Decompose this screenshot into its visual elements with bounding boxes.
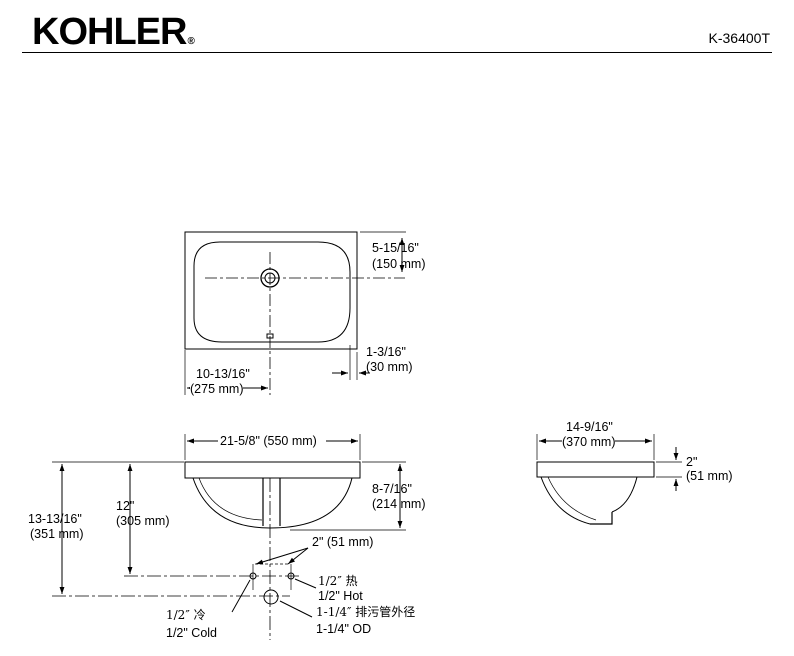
label-overall-depth-mm: (370 mm) bbox=[562, 435, 616, 450]
label-height-to-drain-mm: (351 mm) bbox=[30, 527, 84, 541]
brand-name: KOHLER bbox=[32, 11, 187, 53]
top-view-outline bbox=[184, 231, 358, 350]
label-deck-width-mm: (30 mm) bbox=[366, 360, 413, 374]
label-depth-to-drain-mm: (150 mm) bbox=[372, 257, 426, 271]
model-number: K-36400T bbox=[708, 30, 770, 46]
label-hot-cn: 1/2″ 热 bbox=[318, 574, 358, 588]
front-view-rim bbox=[184, 461, 361, 479]
label-drain-cn: 1-1/4″ 排污管外径 bbox=[316, 605, 416, 619]
label-cold-en: 1/2" Cold bbox=[166, 626, 217, 640]
label-cold-cn: 1/2″ 冷 bbox=[166, 608, 206, 622]
front-view-bowl bbox=[192, 477, 353, 529]
header-rule bbox=[22, 52, 772, 53]
label-depth-to-drain: 5-15/16" bbox=[372, 241, 419, 255]
label-supply-spacing: 2" (51 mm) bbox=[312, 535, 374, 549]
side-view-rim bbox=[536, 461, 655, 478]
label-bowl-height-mm: (214 mm) bbox=[372, 497, 426, 511]
registered-mark: ® bbox=[187, 36, 194, 47]
label-height-to-supply: 12" bbox=[116, 499, 135, 513]
label-bowl-height: 8-7/16" bbox=[372, 482, 412, 496]
label-deck-width: 1-3/16" bbox=[366, 345, 406, 359]
label-height-to-supply-mm: (305 mm) bbox=[116, 514, 170, 528]
front-view-tailpiece bbox=[262, 478, 281, 526]
label-height-to-drain: 13-13/16" bbox=[28, 512, 82, 526]
label-left-to-drain-mm: (275 mm) bbox=[190, 382, 244, 397]
drain-outlet bbox=[263, 589, 279, 605]
label-rim-height-mm: (51 mm) bbox=[686, 469, 733, 483]
side-view-bowl bbox=[540, 476, 638, 525]
label-overall-depth: 14-9/16" bbox=[566, 420, 613, 434]
top-view-bowl bbox=[193, 241, 351, 343]
label-left-to-drain: 10-13/16" bbox=[196, 367, 250, 381]
label-overall-width: 21-5/8" (550 mm) bbox=[220, 434, 317, 448]
kohler-logo: KOHLER® bbox=[32, 11, 195, 62]
label-rim-height: 2" bbox=[686, 455, 698, 469]
label-drain-en: 1-1/4" OD bbox=[316, 622, 372, 636]
label-hot-en: 1/2" Hot bbox=[318, 589, 363, 603]
front-view bbox=[52, 434, 406, 640]
